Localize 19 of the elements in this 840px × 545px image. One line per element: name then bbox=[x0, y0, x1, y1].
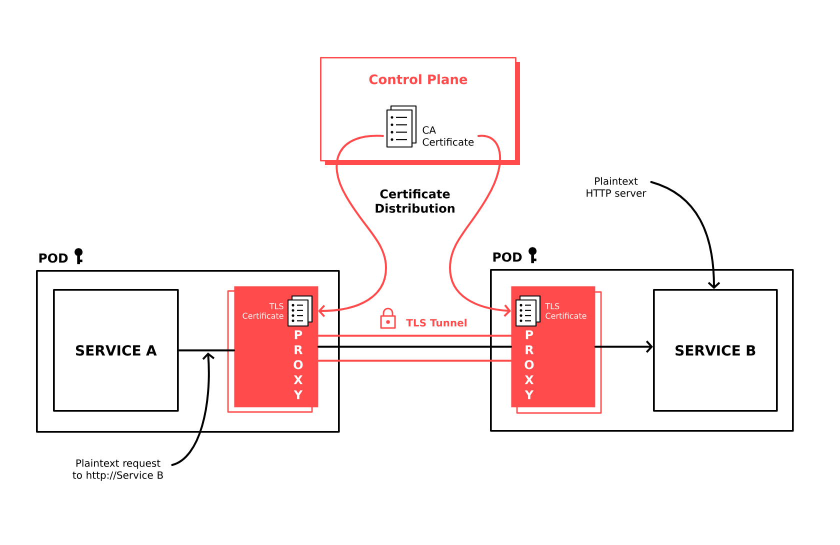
arrow bbox=[594, 340, 653, 353]
node-label: POD bbox=[39, 253, 68, 263]
node-label: POD bbox=[493, 252, 522, 262]
certificate-label: CA Certificate bbox=[422, 126, 474, 146]
connector-line bbox=[178, 349, 235, 352]
certificate-label: TLS Certificate bbox=[545, 303, 586, 319]
annotation-text: Plaintext HTTP server bbox=[586, 177, 646, 197]
curved-arrow bbox=[449, 134, 511, 317]
service-box: SERVICE A bbox=[53, 289, 179, 412]
edge-label: TLS Tunnel bbox=[404, 316, 470, 329]
annotation-text: Plaintext request to http://Service B bbox=[72, 459, 163, 481]
curved-arrow bbox=[318, 134, 387, 318]
tunnel-lines bbox=[317, 334, 512, 362]
certificate-label: TLS Certificate bbox=[242, 303, 284, 319]
flow-label: Certificate Distribution bbox=[376, 189, 454, 213]
service-box: SERVICE B bbox=[653, 289, 778, 412]
curved-arrow bbox=[650, 181, 720, 289]
connector-line bbox=[317, 346, 512, 348]
curved-arrow bbox=[171, 352, 215, 466]
